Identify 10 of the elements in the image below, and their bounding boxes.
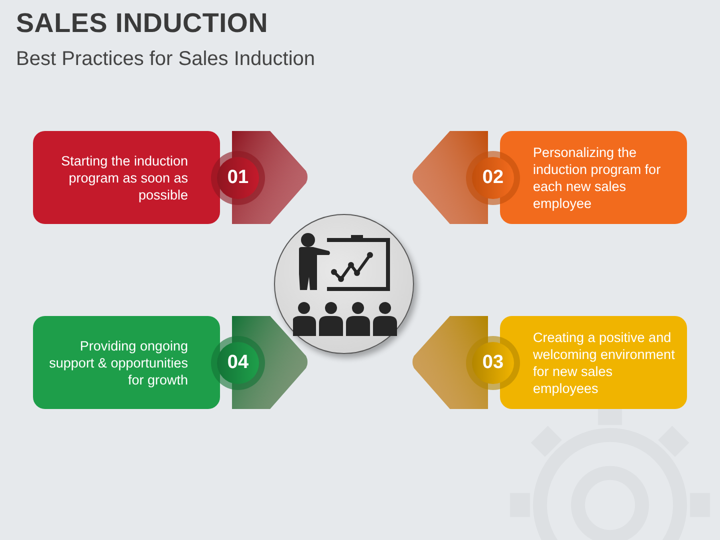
step-card xyxy=(33,316,308,409)
card-text: Personalizing the induction program for each new sales employee xyxy=(533,144,662,212)
card-text: Creating a positive and welcoming environment for new sales employees xyxy=(533,328,675,396)
step-card xyxy=(412,316,687,409)
card-text: Starting the induction program as soon as possible xyxy=(60,152,188,203)
step-card xyxy=(33,131,308,224)
step-card xyxy=(412,131,687,224)
card-text: Providing ongoing support & opportunities for growth xyxy=(48,337,188,388)
subtitle: Best Practices for Sales Induction xyxy=(16,48,316,71)
title: SALES INDUCTION xyxy=(16,8,268,39)
